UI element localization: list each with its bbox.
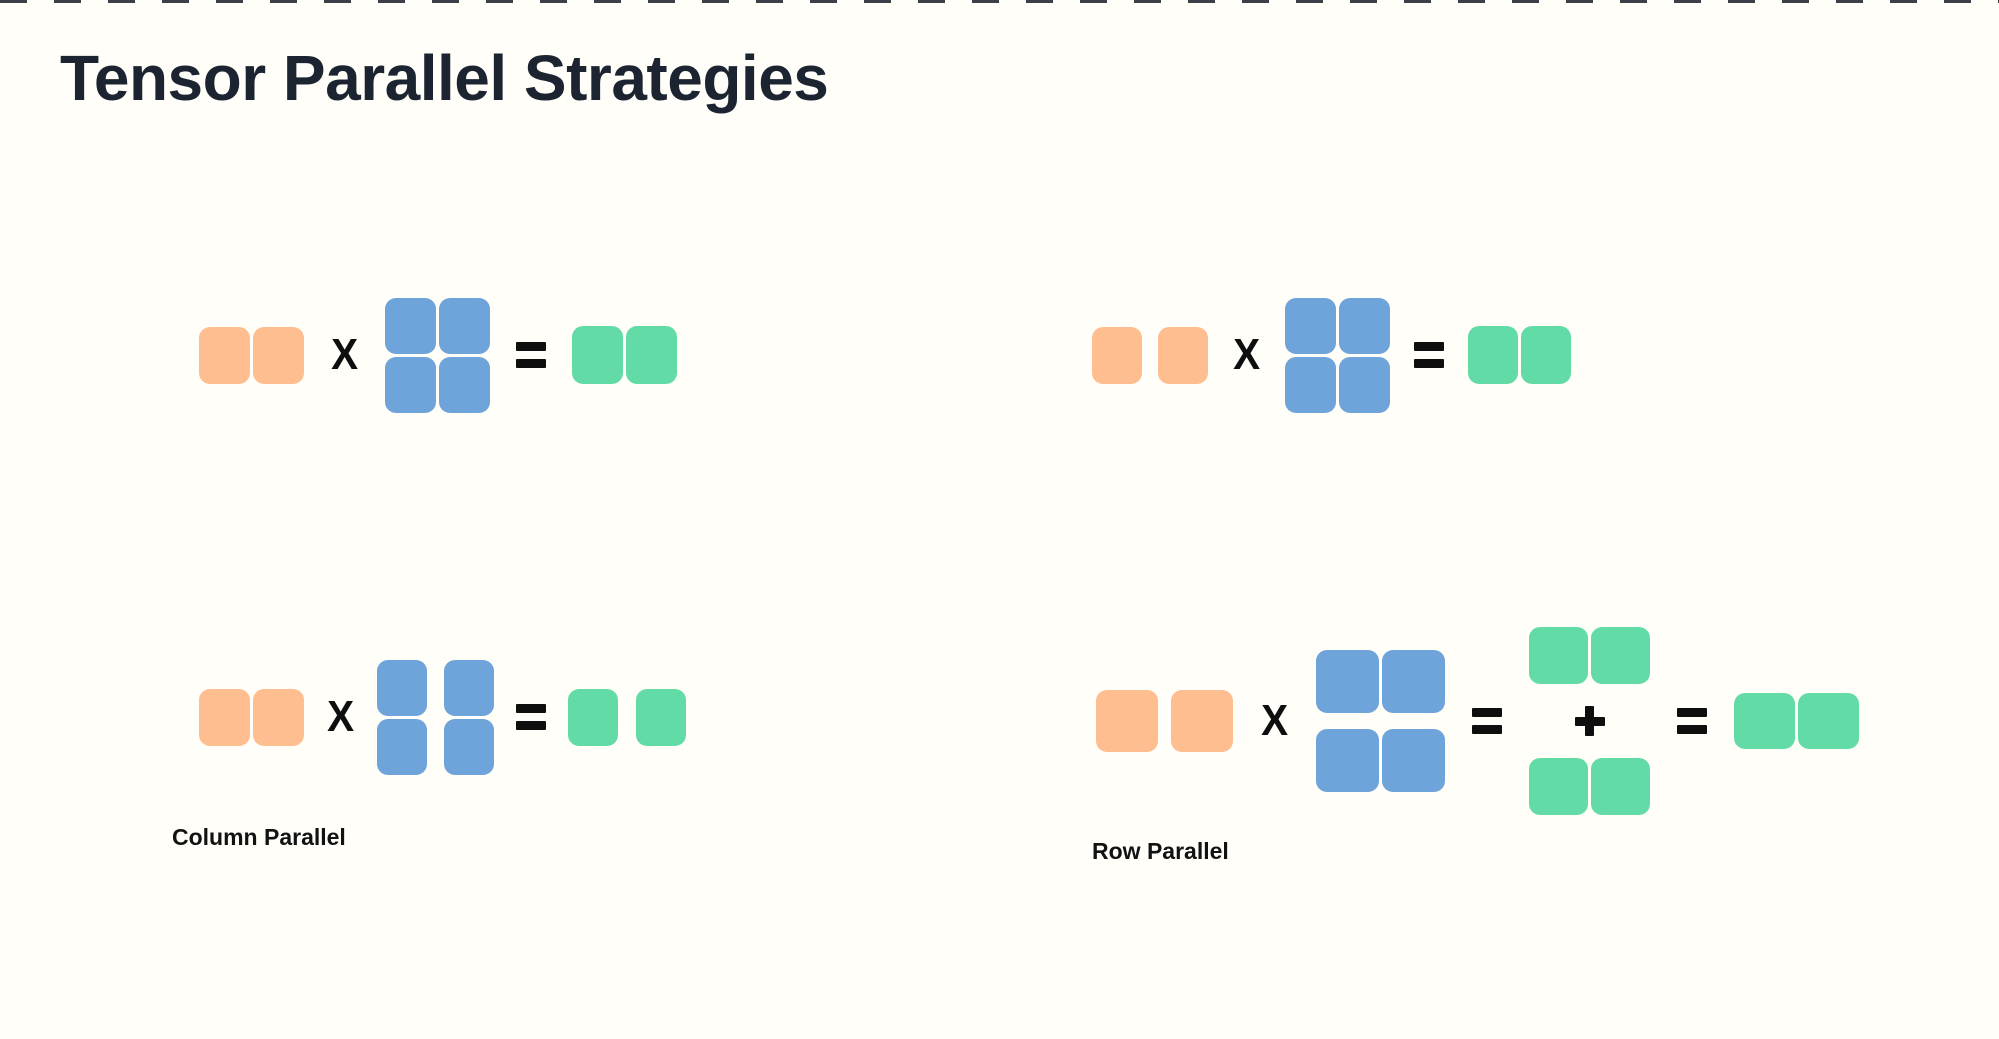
output-block bbox=[1591, 627, 1651, 684]
input-matrix bbox=[199, 326, 304, 384]
output-block bbox=[636, 688, 687, 746]
weight-matrix bbox=[1285, 297, 1391, 413]
output-matrix bbox=[568, 688, 687, 746]
diagram-replicated-baseline-left: X bbox=[199, 296, 678, 414]
weight-block bbox=[1382, 729, 1446, 792]
weight-matrix bbox=[1316, 650, 1446, 792]
weight-matrix bbox=[377, 659, 495, 775]
multiply-operator: X bbox=[1233, 330, 1261, 379]
input-matrix bbox=[199, 688, 304, 746]
weight-block bbox=[1285, 356, 1337, 413]
equals-bar bbox=[516, 342, 547, 351]
output-block bbox=[1734, 693, 1796, 749]
output-block bbox=[1521, 326, 1572, 384]
weight-block bbox=[1316, 729, 1380, 792]
output-block bbox=[1798, 693, 1860, 749]
page-title: Tensor Parallel Strategies bbox=[60, 42, 829, 114]
diagram-label-row-parallel: Row Parallel bbox=[1092, 838, 1229, 864]
input-matrix bbox=[1096, 690, 1233, 752]
input-block bbox=[1158, 326, 1208, 384]
equals-operator bbox=[1414, 342, 1445, 368]
output-block bbox=[568, 688, 619, 746]
input-block bbox=[253, 326, 304, 384]
weight-matrix bbox=[385, 297, 491, 413]
output-block bbox=[1591, 758, 1651, 815]
weight-block bbox=[444, 718, 495, 775]
multiply-operator: X bbox=[331, 330, 359, 379]
equals-bar bbox=[1677, 725, 1708, 734]
equals-bar bbox=[1414, 342, 1445, 351]
weight-block bbox=[1339, 297, 1391, 354]
weight-block bbox=[444, 659, 495, 716]
equals-bar bbox=[1414, 359, 1445, 368]
weight-block bbox=[1382, 650, 1446, 713]
equals-bar bbox=[1472, 725, 1503, 734]
output-block bbox=[1529, 758, 1589, 815]
plus-bar bbox=[1585, 706, 1595, 736]
output-block bbox=[1529, 627, 1589, 684]
equals-operator bbox=[1472, 708, 1503, 734]
equals-operator bbox=[1677, 708, 1708, 734]
input-block bbox=[199, 688, 250, 746]
output-matrix bbox=[1468, 326, 1572, 384]
equals-operator bbox=[516, 342, 547, 368]
partial-sum-stack bbox=[1529, 627, 1651, 815]
output-matrix bbox=[1734, 693, 1860, 749]
diagram-column-parallel: X bbox=[199, 659, 687, 775]
plus-operator bbox=[1574, 706, 1605, 736]
diagram-replicated-baseline-right: X bbox=[1092, 296, 1572, 414]
weight-block bbox=[1285, 297, 1337, 354]
weight-block bbox=[377, 718, 428, 775]
equals-bar bbox=[1472, 708, 1503, 717]
output-matrix bbox=[1529, 627, 1651, 684]
weight-block bbox=[377, 659, 428, 716]
weight-block bbox=[1316, 650, 1380, 713]
input-block bbox=[199, 326, 250, 384]
output-block bbox=[1468, 326, 1519, 384]
output-block bbox=[572, 326, 624, 384]
equals-bar bbox=[516, 721, 547, 730]
input-block bbox=[253, 688, 304, 746]
output-matrix bbox=[1529, 758, 1651, 815]
diagram-row-parallel: X bbox=[1096, 623, 1860, 819]
weight-block bbox=[1339, 356, 1391, 413]
output-matrix bbox=[572, 326, 678, 384]
equals-bar bbox=[1677, 708, 1708, 717]
multiply-operator: X bbox=[327, 692, 355, 741]
equals-bar bbox=[516, 704, 547, 713]
output-block bbox=[626, 326, 678, 384]
equals-bar bbox=[516, 359, 547, 368]
weight-block bbox=[385, 297, 437, 354]
input-block bbox=[1171, 690, 1233, 752]
multiply-operator: X bbox=[1261, 696, 1289, 745]
diagram-label-column-parallel: Column Parallel bbox=[172, 824, 346, 850]
top-dashed-border bbox=[0, 0, 1999, 3]
weight-block bbox=[439, 297, 491, 354]
input-block bbox=[1092, 326, 1142, 384]
weight-block bbox=[439, 356, 491, 413]
equals-operator bbox=[516, 704, 547, 730]
input-matrix bbox=[1092, 326, 1208, 384]
weight-block bbox=[385, 356, 437, 413]
input-block bbox=[1096, 690, 1158, 752]
